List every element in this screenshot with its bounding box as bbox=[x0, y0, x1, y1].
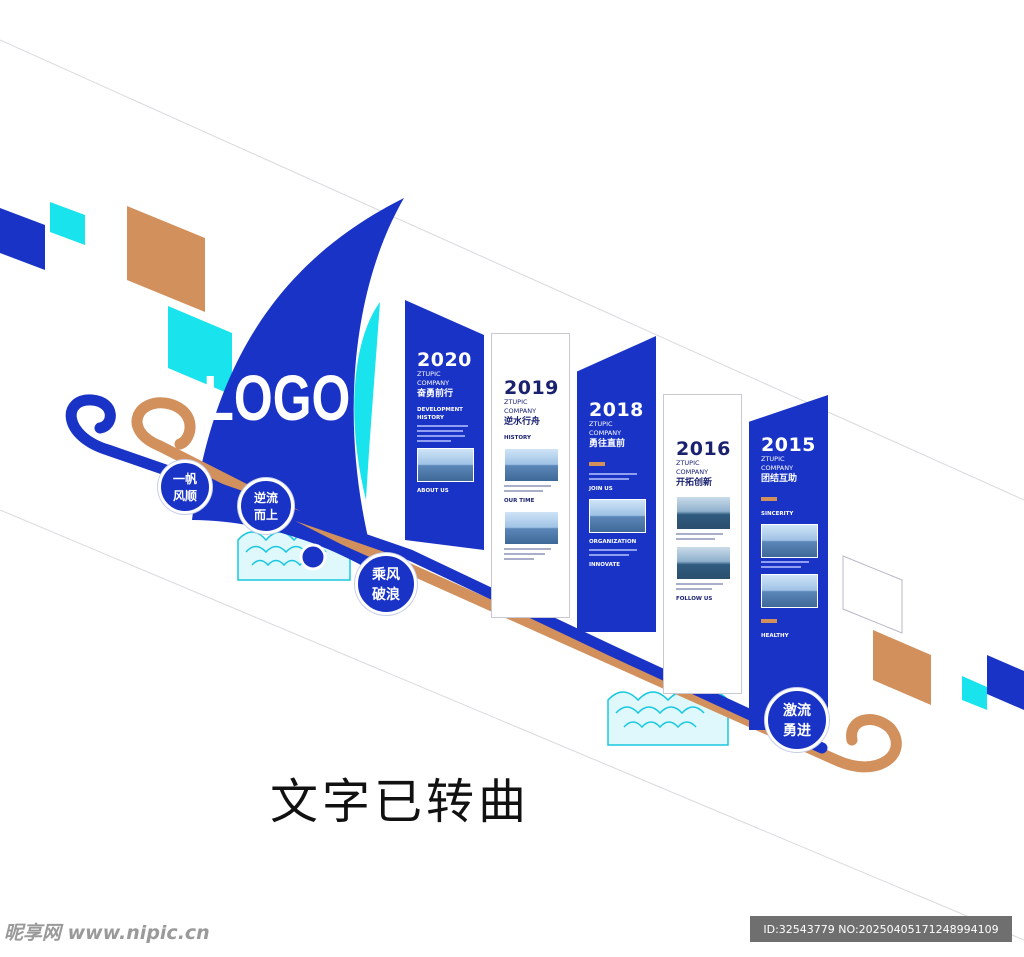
small-dot bbox=[299, 543, 327, 571]
panel-section: JOIN US bbox=[589, 486, 613, 492]
panel-section: ABOUT US bbox=[417, 488, 449, 494]
sail-main bbox=[192, 198, 404, 575]
panel-company: ZTUPIC COMPANY bbox=[761, 455, 794, 472]
panel-section: HISTORY bbox=[504, 435, 531, 441]
timeline-panel-2020: 2020 ZTUPIC COMPANY 奋勇前行 DEVELOPMENT HIS… bbox=[405, 300, 484, 550]
deco-square-tan-2 bbox=[873, 630, 931, 705]
text-filler bbox=[417, 425, 474, 442]
watermark-site: 昵享网 www.nipic.cn bbox=[4, 922, 210, 944]
logo-text: LOGO bbox=[203, 363, 350, 434]
panel-year: 2019 bbox=[504, 377, 559, 399]
panel-section: ORGANIZATION bbox=[589, 539, 637, 545]
panel-slogan: 开拓创新 bbox=[676, 478, 713, 488]
deco-frame-right bbox=[842, 555, 903, 634]
panel-section: DEVELOPMENT HISTORY bbox=[417, 407, 463, 421]
sky-photo bbox=[417, 448, 474, 482]
sail-accent bbox=[354, 302, 380, 500]
tag-bar bbox=[761, 619, 777, 623]
panel-slogan: 逆水行舟 bbox=[504, 417, 541, 427]
circle-label-3: 乘风 破浪 bbox=[355, 553, 417, 615]
guide-line-bottom bbox=[0, 509, 1024, 941]
panel-company: ZTUPIC COMPANY bbox=[676, 459, 709, 476]
sky-photo bbox=[504, 448, 559, 482]
text-filler bbox=[676, 583, 731, 590]
sky-photo bbox=[761, 524, 818, 558]
text-filler bbox=[761, 561, 818, 568]
caption-text: 文字已转曲 bbox=[270, 774, 531, 830]
panel-company: ZTUPIC COMPANY bbox=[589, 420, 622, 437]
timeline-panel-2016: 2016 ZTUPIC COMPANY 开拓创新 FOLLOW US bbox=[663, 394, 742, 694]
sea-photo bbox=[676, 496, 731, 530]
tag-bar bbox=[589, 462, 605, 466]
panel-slogan: 奋勇前行 bbox=[417, 389, 454, 399]
text-filler bbox=[504, 548, 559, 560]
panel-company: ZTUPIC COMPANY bbox=[504, 398, 537, 415]
text-filler bbox=[504, 485, 559, 492]
sea-photo bbox=[676, 546, 731, 580]
timeline-panel-2015: 2015 ZTUPIC COMPANY 团结互助 SINCERITY HEALT… bbox=[749, 395, 828, 730]
deco-square-blue-2 bbox=[987, 655, 1024, 710]
panel-year: 2015 bbox=[761, 434, 816, 456]
panel-section: HEALTHY bbox=[761, 633, 789, 639]
tan-scroll-line bbox=[131, 397, 902, 773]
panel-year: 2018 bbox=[589, 399, 644, 421]
panel-section: OUR TIME bbox=[504, 498, 535, 504]
circle-label-4: 激流 勇进 bbox=[765, 688, 829, 752]
timeline-panel-2018: 2018 ZTUPIC COMPANY 勇往直前 JOIN US ORGANIZ… bbox=[577, 336, 656, 632]
deco-square-tan-1 bbox=[127, 206, 205, 312]
deco-square-cyan-2 bbox=[168, 306, 232, 395]
text-filler bbox=[589, 473, 646, 480]
deco-square-cyan-3 bbox=[962, 676, 987, 710]
panel-section: FOLLOW US bbox=[676, 596, 713, 602]
sky-photo bbox=[589, 499, 646, 533]
timeline-panel-2019: 2019 ZTUPIC COMPANY 逆水行舟 HISTORY OUR TIM… bbox=[491, 333, 570, 618]
sky-photo bbox=[504, 511, 559, 545]
watermark-id-bar: ID:32543779 NO:20250405171248994109 bbox=[750, 916, 1012, 942]
panel-slogan: 勇往直前 bbox=[589, 439, 626, 449]
text-filler bbox=[676, 533, 731, 540]
panel-slogan: 团结互助 bbox=[761, 474, 798, 484]
panel-year: 2020 bbox=[417, 349, 472, 371]
panel-year: 2016 bbox=[676, 438, 731, 460]
circle-label-1: 一帆 风顺 bbox=[158, 460, 212, 514]
circle-label-2: 逆流 而上 bbox=[238, 478, 294, 534]
guide-line-top bbox=[0, 39, 1024, 501]
deco-square-blue-1 bbox=[0, 208, 45, 270]
sky-photo bbox=[761, 574, 818, 608]
panel-company: ZTUPIC COMPANY bbox=[417, 370, 450, 387]
panel-section: SINCERITY bbox=[761, 511, 794, 517]
text-filler bbox=[589, 549, 646, 556]
panel-section: INNOVATE bbox=[589, 562, 621, 568]
deco-square-cyan-1 bbox=[50, 202, 85, 245]
tag-bar bbox=[761, 497, 777, 501]
